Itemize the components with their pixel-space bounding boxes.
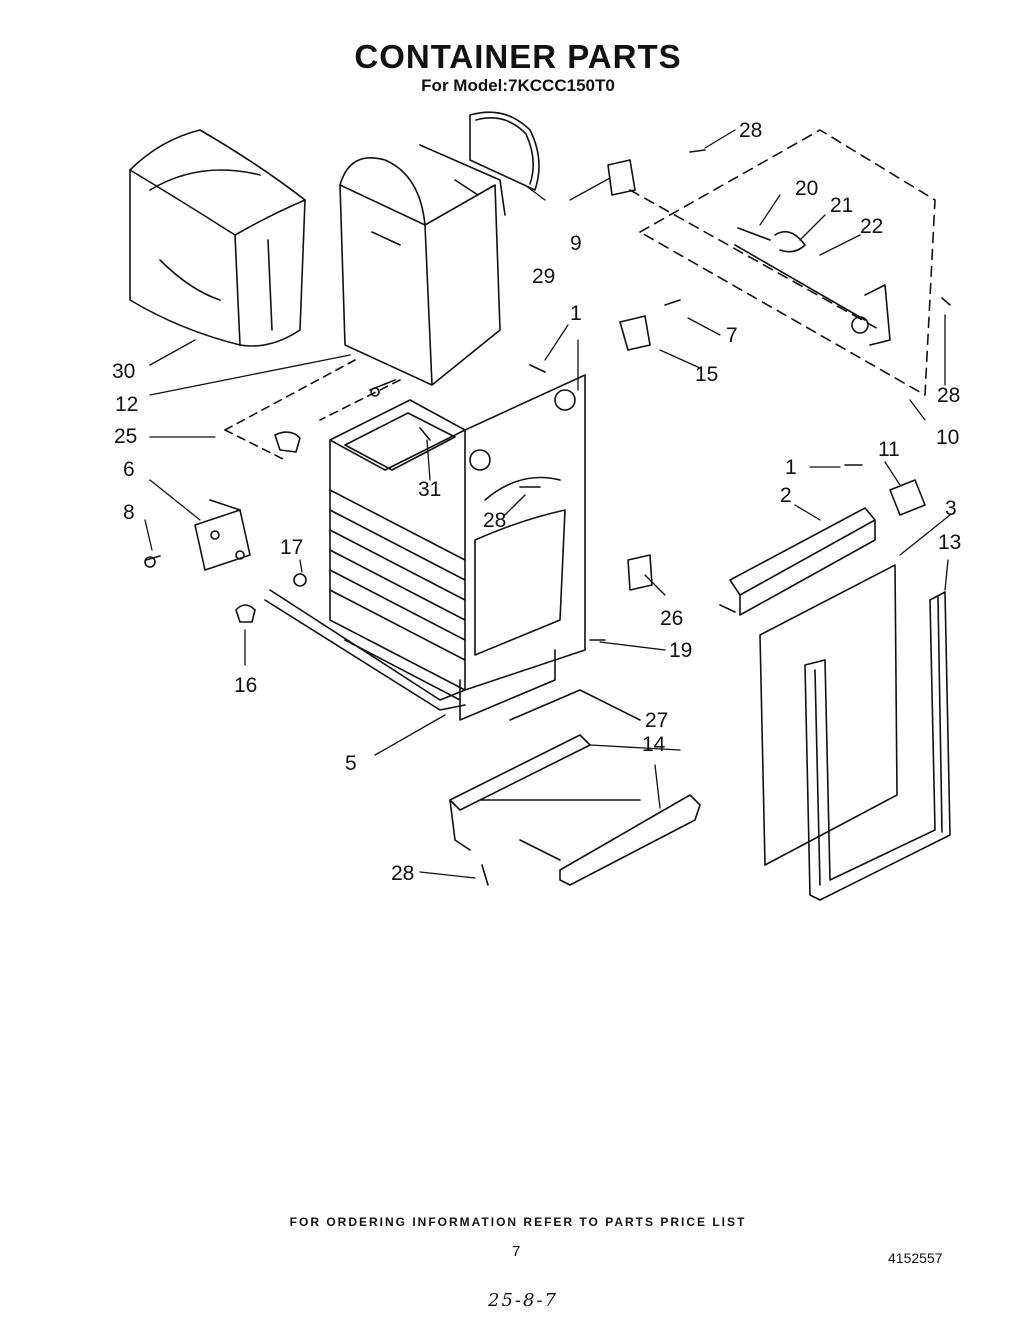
part-12-bag-holder-drawing [339,144,506,386]
callout-25: 25 [114,425,137,448]
callout-26: 26 [660,607,683,630]
callout-16: 16 [234,674,257,697]
part-14-handle-drawing [479,794,701,886]
callout-28-top: 28 [739,119,762,142]
callout-8: 8 [123,501,135,524]
callout-1-right: 1 [785,456,797,479]
model-subtitle: For Model:7KCCC150T0 [421,76,615,95]
part-2-rail-drawing [719,507,876,616]
part-11-bracket-drawing [889,479,926,516]
callout-1-upper: 1 [570,302,582,325]
part-25-dashed-outline [224,359,401,461]
leader-lines [144,129,951,879]
part-27-kickplate-drawing [449,689,641,851]
part-30-bag-drawing [129,129,306,347]
callout-31: 31 [418,478,441,501]
callout-21: 21 [830,194,853,217]
callout-29: 29 [532,265,555,288]
part-3-door-panel-drawing [759,564,898,866]
ordering-note: FOR ORDERING INFORMATION REFER TO PARTS … [289,1215,747,1229]
callout-12: 12 [115,393,138,416]
part-26-clip-drawing [627,554,653,591]
callout-7: 7 [726,324,738,347]
callout-3: 3 [945,497,957,520]
small-hardware-drawing [144,149,951,886]
callout-20: 20 [795,177,818,200]
latch-assembly-drawing [607,159,891,351]
part-6-hinge-drawing [194,499,251,571]
callout-2: 2 [780,484,792,507]
part-5-cabinet-drawing [264,374,586,721]
callout-22: 22 [860,215,883,238]
part-13-door-frame-drawing [804,591,951,901]
callout-30: 30 [112,360,135,383]
part-29-gasket-drawing [469,111,540,191]
callout-10: 10 [936,426,959,449]
callout-28-right: 28 [937,384,960,407]
page-title: CONTAINER PARTS [354,38,682,75]
callout-17: 17 [280,536,303,559]
callout-5: 5 [345,752,357,775]
callout-14: 14 [642,733,666,756]
callout-19: 19 [669,639,692,662]
handwritten-note: 25-8-7 [488,1290,558,1311]
callout-27: 27 [645,709,668,732]
callout-28-bottom: 28 [391,862,414,885]
page-number: 7 [512,1243,521,1260]
callout-6: 6 [123,458,135,481]
callout-15: 15 [695,363,718,386]
callout-28-middle: 28 [483,509,506,532]
callout-13: 13 [938,531,961,554]
document-number: 4152557 [888,1250,943,1266]
latch-dashed-outline [629,129,936,396]
callout-11: 11 [878,438,900,461]
callout-9: 9 [570,232,582,255]
